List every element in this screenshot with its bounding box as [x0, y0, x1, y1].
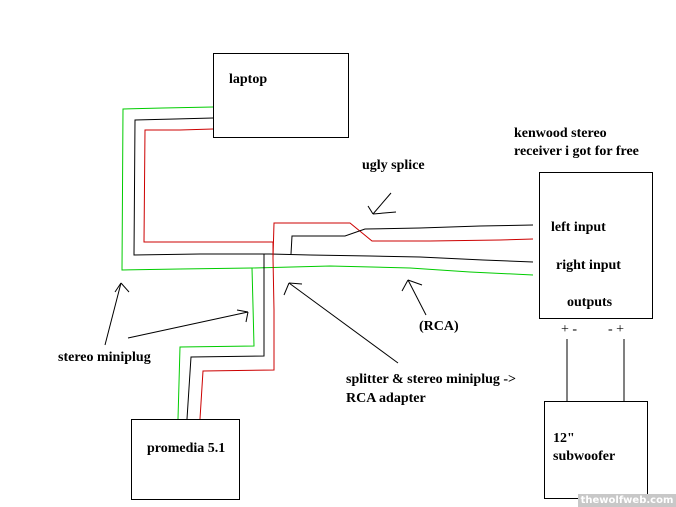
- wire-red-promedia: [199, 257, 275, 420]
- outputs-label: outputs: [567, 295, 613, 310]
- terminal-left-label: + -: [561, 322, 578, 337]
- splitter-label-line2: RCA adapter: [346, 391, 426, 406]
- receiver-box: [539, 172, 653, 319]
- laptop-label: laptop: [229, 72, 268, 87]
- receiver-caption-line2: receiver i got for free: [514, 144, 639, 159]
- ugly-splice-label: ugly splice: [362, 158, 425, 173]
- wire-black-splice: [290, 224, 534, 255]
- arrow-rca: [401, 279, 427, 316]
- promedia-label: promedia 5.1: [147, 441, 226, 456]
- arrow-stereo-miniplug-right: [127, 309, 249, 339]
- receiver-caption-line1: kenwood stereo: [514, 126, 607, 141]
- promedia-box: [131, 419, 240, 500]
- left-input-label: left input: [551, 220, 606, 235]
- wire-red-splice: [272, 222, 534, 259]
- arrow-stereo-miniplug-left: [104, 282, 130, 346]
- arrow-splitter: [283, 282, 399, 364]
- terminal-right-label: - +: [608, 322, 625, 337]
- stereo-miniplug-label: stereo miniplug: [58, 350, 151, 365]
- splitter-label-line1: splitter & stereo miniplug ->: [346, 372, 517, 387]
- arrow-ugly-splice: [367, 192, 397, 215]
- wire-red-laptop: [143, 128, 274, 258]
- wire-black-promedia: [186, 254, 265, 420]
- subwoofer-label: subwoofer: [553, 449, 616, 464]
- wire-green-laptop: [121, 106, 534, 276]
- wire-green-promedia: [177, 267, 255, 420]
- laptop-box: [213, 53, 349, 138]
- watermark: thewolfweb.com: [578, 494, 676, 507]
- right-input-label: right input: [556, 258, 621, 273]
- subwoofer-size-label: 12": [553, 431, 575, 446]
- wire-black-laptop: [133, 117, 534, 263]
- rca-label: (RCA): [419, 319, 459, 334]
